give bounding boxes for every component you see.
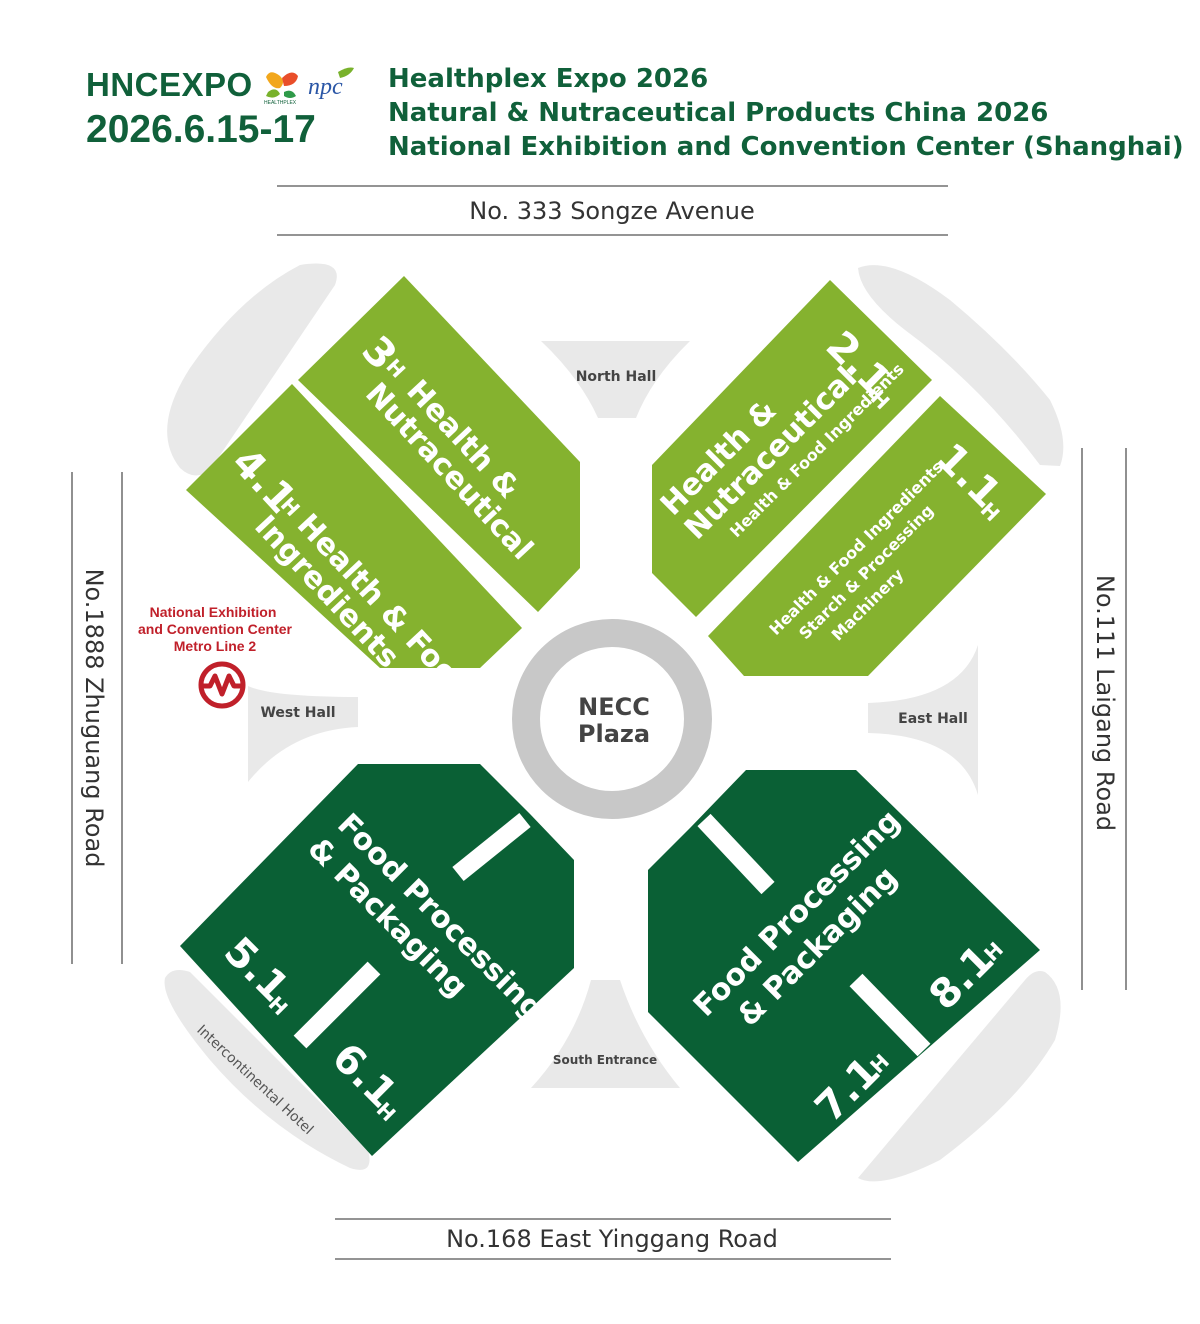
brand-block: HNCEXPO 2026.6.15-17 xyxy=(86,66,316,152)
west-hall-label: West Hall xyxy=(260,705,335,721)
walkway-northwest xyxy=(167,263,337,476)
shanghai-metro-icon xyxy=(198,661,246,709)
healthplex-logo-text: HEALTHPLEX xyxy=(264,100,297,106)
npc-logo: npc xyxy=(308,74,343,100)
leaf-icon xyxy=(338,67,354,78)
healthplex-logo-icon: HEALTHPLEX xyxy=(264,72,298,106)
hncexpo-logo: HNCEXPO xyxy=(86,66,253,103)
east-hall-entrance xyxy=(868,645,978,795)
hall-divider xyxy=(697,813,775,895)
road-south: No.168 East Yinggang Road xyxy=(335,1218,891,1260)
hall-divider xyxy=(452,812,531,882)
metro-line-1: National Exhibition xyxy=(150,604,277,620)
walkway-southeast xyxy=(858,971,1061,1182)
road-west: No.1888 Zhuguang Road xyxy=(71,472,123,964)
metro-info: National Exhibition and Convention Cente… xyxy=(138,604,293,709)
north-hall-entrance xyxy=(541,341,690,418)
necc-plaza: NECC Plaza xyxy=(512,619,712,819)
plaza-label-line2: Plaza xyxy=(578,720,650,748)
south-entrance xyxy=(531,980,680,1088)
title-line-2: Natural & Nutraceutical Products China 2… xyxy=(388,98,1049,128)
event-dates: 2026.6.15-17 xyxy=(86,108,316,151)
walkway-southwest xyxy=(164,970,370,1170)
event-title: Healthplex Expo 2026 Natural & Nutraceut… xyxy=(388,62,1184,164)
hall-1-1h[interactable] xyxy=(708,396,1046,676)
hall-divider xyxy=(849,973,931,1057)
road-west-label: No.1888 Zhuguang Road xyxy=(80,569,108,868)
title-line-3: National Exhibition and Convention Cente… xyxy=(388,132,1184,162)
hall-4-1h[interactable] xyxy=(186,384,522,668)
north-hall-label: North Hall xyxy=(576,369,657,385)
road-east-label: No.111 Laigang Road xyxy=(1091,575,1119,831)
road-east: No.111 Laigang Road xyxy=(1081,448,1127,990)
road-north-label: No. 333 Songze Avenue xyxy=(469,197,754,225)
hall-divider xyxy=(293,961,381,1049)
road-north: No. 333 Songze Avenue xyxy=(277,185,948,236)
hall-2-1h[interactable] xyxy=(652,280,932,617)
walkway-northeast xyxy=(858,265,1064,466)
west-hall-entrance xyxy=(248,686,358,782)
title-line-1: Healthplex Expo 2026 xyxy=(388,64,709,94)
road-south-label: No.168 East Yinggang Road xyxy=(446,1225,778,1253)
south-entrance-label: South Entrance xyxy=(553,1053,657,1067)
hall-3h[interactable] xyxy=(298,276,580,612)
metro-line-3: Metro Line 2 xyxy=(174,638,257,654)
east-hall-label: East Hall xyxy=(898,711,968,727)
plaza-label-line1: NECC xyxy=(578,693,650,721)
metro-line-2: and Convention Center xyxy=(138,621,293,637)
